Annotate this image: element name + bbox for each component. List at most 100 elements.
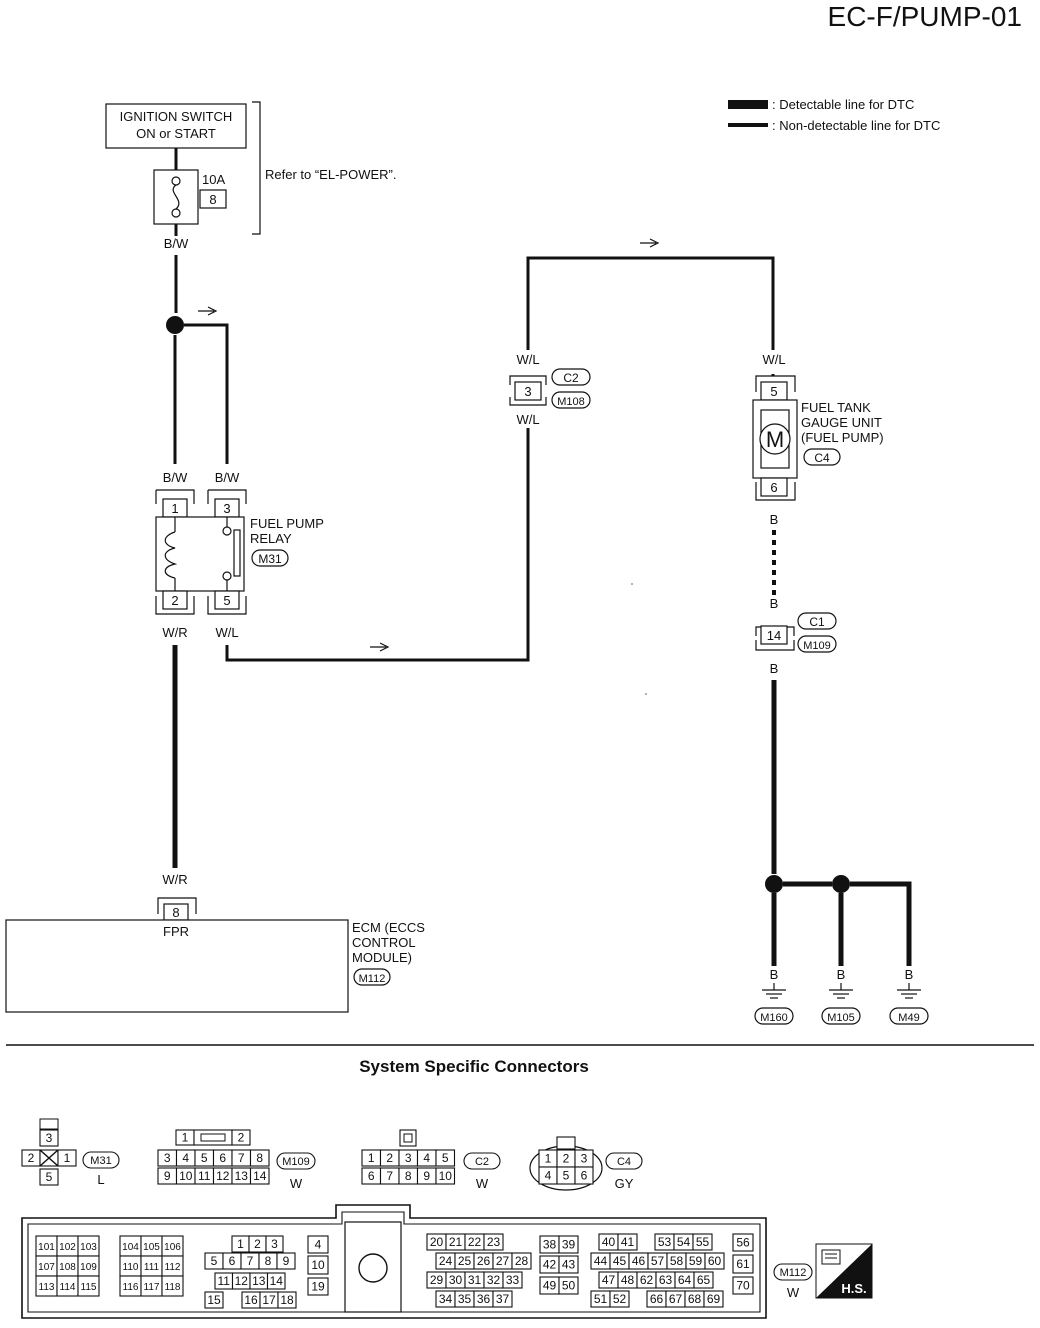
wire-b-1: B	[770, 512, 779, 527]
m109-pin-label: 7	[238, 1151, 245, 1165]
fuel-tank-label-1: FUEL TANK	[801, 400, 871, 415]
m31-pin-label: 2	[28, 1151, 35, 1165]
fuel-pump-relay: 1 3 2 5	[155, 489, 247, 615]
ground-wire-b-1: B	[770, 967, 779, 982]
fuel-tank-gauge-unit: W/L 5 M 6 FUEL TANK GAUGE UNIT (FUEL PUM…	[752, 350, 884, 501]
m112-pin-label: 13	[252, 1274, 266, 1288]
c2-pin-label: 3	[405, 1151, 412, 1165]
m112-cell	[692, 1233, 713, 1251]
m112-pin-label: 4	[315, 1238, 322, 1252]
m112-pin-label: 65	[697, 1273, 711, 1287]
ecm-label-1: ECM (ECCS	[352, 920, 425, 935]
m112-cell	[204, 1291, 224, 1309]
joint-c1: 14 C1 M109	[755, 612, 837, 653]
m109-pin-label: 6	[219, 1151, 226, 1165]
hs-badge-text: H.S.	[841, 1281, 866, 1296]
section-title: System Specific Connectors	[359, 1057, 589, 1076]
m112-pin-label: 51	[594, 1292, 608, 1306]
m112-pin-label: 116	[123, 1282, 139, 1293]
m112-pin-label: 61	[736, 1257, 750, 1271]
fuel-tank-pin-6: 6	[770, 480, 777, 495]
m112-pin-label: 39	[562, 1238, 576, 1252]
fuel-tank-label-3: (FUEL PUMP)	[801, 430, 884, 445]
m112-pin-label: 48	[621, 1273, 635, 1287]
ecm: 8 FPR ECM (ECCS CONTROL MODULE) M112	[5, 897, 425, 1013]
m112-pin-label: 113	[39, 1282, 55, 1293]
legend-non-detectable-text: : Non-detectable line for DTC	[772, 118, 940, 133]
relay-pin-1: 1	[171, 501, 178, 516]
m109-pill	[276, 1152, 316, 1170]
m112-pin-label: 60	[708, 1254, 722, 1268]
m112-pin-label: 33	[506, 1273, 520, 1287]
m112-cell	[511, 1252, 532, 1270]
m109-latch-slot	[200, 1133, 226, 1142]
m112-boss-hole	[358, 1253, 388, 1283]
c4-pin-label: 2	[563, 1152, 570, 1166]
legend-detectable-text: : Detectable line for DTC	[772, 97, 914, 112]
m112-pin-label: 19	[311, 1280, 325, 1294]
m112-pin-label: 21	[449, 1235, 463, 1249]
relay-pin-5: 5	[223, 593, 230, 608]
flow-arrow	[370, 642, 390, 652]
legend: : Detectable line for DTC : Non-detectab…	[728, 97, 940, 133]
m112-name: M112	[780, 1267, 807, 1279]
ecm-label-2: CONTROL	[352, 935, 416, 950]
fuel-tank-connector: C4	[814, 451, 830, 465]
m31-cell	[39, 1168, 59, 1186]
m112-pin-label: 55	[696, 1235, 710, 1249]
m112-pin-label: 1	[237, 1237, 244, 1251]
m112-pin-label: 117	[144, 1282, 160, 1293]
fuse: 10A 8	[153, 148, 227, 225]
wire-b-3: B	[770, 661, 779, 676]
m109-pin-label: 13	[235, 1169, 249, 1183]
m112-pin-label: 59	[689, 1254, 703, 1268]
m31-name: M31	[90, 1155, 111, 1167]
m112-cell	[732, 1254, 754, 1274]
m112-pin-label: 6	[229, 1254, 236, 1268]
hs-connector-icon-lines	[825, 1253, 837, 1259]
ignition-line2: ON or START	[136, 126, 216, 141]
c2-pin-label: 1	[368, 1151, 375, 1165]
m112-pin-label: 28	[515, 1254, 529, 1268]
ecm-terminal: FPR	[163, 924, 189, 939]
m112-pin-label: 11	[218, 1274, 231, 1288]
c2-cell	[435, 1167, 456, 1185]
legend-non-detectable-swatch	[728, 123, 768, 127]
m112-cell	[703, 1290, 724, 1308]
c2-connector: C2	[563, 371, 579, 385]
ground-m49-label: M49	[898, 1012, 919, 1024]
m31-x-mark	[39, 1149, 59, 1167]
m109-pin-label: 1	[182, 1131, 189, 1145]
m109-pin-label: 9	[164, 1169, 171, 1183]
m112-pin-label: 25	[458, 1254, 472, 1268]
m112-pin-label: 32	[487, 1273, 501, 1287]
c4-cell	[574, 1166, 594, 1185]
m112-cell	[266, 1272, 286, 1290]
m112-pin-label: 20	[430, 1235, 444, 1249]
m112-cell	[732, 1233, 754, 1252]
c2-pin: 3	[524, 384, 531, 399]
m109-pin-label: 3	[164, 1151, 171, 1165]
m112-cell	[307, 1277, 329, 1296]
m112-cell	[693, 1271, 714, 1289]
hs-connector-icon	[821, 1249, 841, 1265]
m112-pin-label: 36	[477, 1292, 491, 1306]
fuel-tank-pin-5: 5	[770, 384, 777, 399]
m109-color: W	[290, 1176, 303, 1191]
m112-pin-label: 47	[602, 1273, 616, 1287]
m112-color: W	[787, 1285, 800, 1300]
c1-connector: C1	[809, 615, 825, 629]
ignition-line1: IGNITION SWITCH	[120, 109, 233, 124]
m112-pin-label: 8	[265, 1254, 272, 1268]
c2-name: C2	[475, 1156, 489, 1168]
m112-cell	[492, 1290, 513, 1308]
ecm-pin: 8	[172, 905, 179, 920]
m31-cell	[39, 1129, 59, 1147]
m31-latch	[39, 1118, 59, 1130]
ground-m105-label: M105	[827, 1012, 855, 1024]
